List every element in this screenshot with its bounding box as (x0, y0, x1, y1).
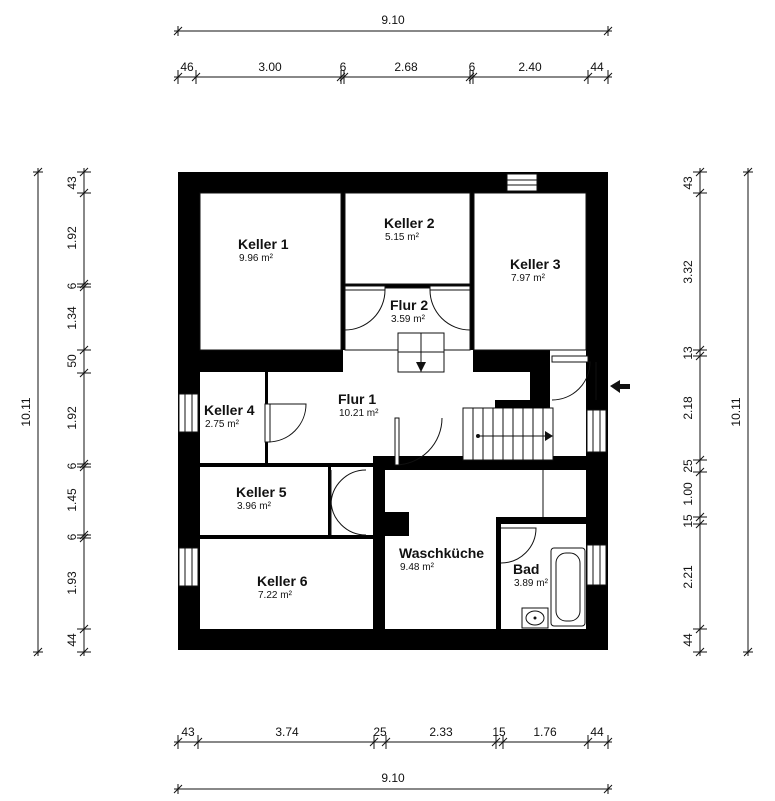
room-name-keller-3: Keller 3 (510, 256, 561, 272)
top-segment-3: 6 (340, 60, 347, 74)
doors (264, 285, 630, 564)
room-name-keller-4: Keller 4 (204, 402, 255, 418)
right-segment-5: 25 (681, 459, 695, 473)
top-segment-6: 2.40 (518, 60, 542, 74)
top-segment-5: 6 (469, 60, 476, 74)
right-total-dimension: 10.11 (729, 397, 743, 426)
top-segment-2: 3.00 (258, 60, 282, 74)
bath-fixtures (521, 547, 586, 629)
stair (462, 400, 554, 461)
left-segment-11: 44 (65, 633, 79, 647)
walls (178, 172, 608, 650)
right-segment-4: 2.18 (681, 396, 695, 420)
right-segment-2: 3.32 (681, 260, 695, 284)
room-name-waschkueche: Waschküche (399, 545, 484, 561)
bottom-segment-2: 3.74 (275, 725, 299, 739)
bottom-segment-6: 1.76 (533, 725, 557, 739)
room-area-waschkueche: 9.48 m² (400, 562, 435, 573)
left-segment-7: 6 (65, 462, 79, 469)
room-name-flur-1: Flur 1 (338, 391, 376, 407)
bottom-dimension-chain: 43 3.74 25 2.33 15 1.76 44 9.10 (173, 725, 613, 794)
top-segment-1: 46 (180, 60, 194, 74)
room-labels: Keller 1 9.96 m² Keller 2 5.15 m² Keller… (204, 215, 561, 601)
room-name-keller-5: Keller 5 (236, 484, 287, 500)
bottom-segment-1: 43 (181, 725, 195, 739)
left-segment-5: 50 (65, 354, 79, 368)
bottom-segment-3: 25 (373, 725, 387, 739)
left-segment-2: 1.92 (65, 226, 79, 250)
room-area-keller-1: 9.96 m² (239, 253, 274, 264)
room-area-flur-1: 10.21 m² (339, 408, 379, 419)
bottom-segment-7: 44 (590, 725, 604, 739)
top-segment-7: 44 (590, 60, 604, 74)
left-segment-4: 1.34 (65, 306, 79, 330)
right-segment-9: 44 (681, 633, 695, 647)
right-segment-6: 1.00 (681, 482, 695, 506)
room-area-keller-6: 7.22 m² (258, 590, 293, 601)
right-dimension-chain: 43 3.32 13 2.18 25 1.00 15 2.21 44 10.11 (681, 167, 753, 657)
bottom-segment-4: 2.33 (429, 725, 453, 739)
right-segment-1: 43 (681, 176, 695, 190)
room-area-bad: 3.89 m² (514, 578, 549, 589)
interior-lines (199, 173, 587, 517)
room-name-flur-2: Flur 2 (390, 297, 428, 313)
right-segment-3: 13 (681, 346, 695, 360)
left-segment-3: 6 (65, 282, 79, 289)
room-area-flur-2: 3.59 m² (391, 314, 426, 325)
left-segment-10: 1.93 (65, 571, 79, 595)
top-segment-4: 2.68 (394, 60, 418, 74)
room-name-keller-2: Keller 2 (384, 215, 435, 231)
room-area-keller-2: 5.15 m² (385, 232, 420, 243)
top-total-dimension: 9.10 (381, 13, 405, 27)
right-segment-8: 2.21 (681, 565, 695, 589)
left-total-dimension: 10.11 (19, 397, 33, 426)
room-area-keller-4: 2.75 m² (205, 419, 240, 430)
left-dimension-chain: 10.11 43 1.92 6 1.34 50 1.92 6 1.45 (19, 167, 91, 657)
room-area-keller-3: 7.97 m² (511, 273, 546, 284)
room-name-bad: Bad (513, 561, 539, 577)
room-name-keller-1: Keller 1 (238, 236, 289, 252)
top-dimension-chain: 9.10 46 3.00 6 2.68 6 2.40 44 (173, 13, 613, 84)
bottom-segment-5: 15 (492, 725, 506, 739)
bathtub (550, 547, 586, 627)
windows (178, 393, 607, 587)
left-segment-6: 1.92 (65, 406, 79, 430)
bottom-total-dimension: 9.10 (381, 771, 405, 785)
room-area-keller-5: 3.96 m² (237, 501, 272, 512)
left-segment-9: 6 (65, 533, 79, 540)
room-name-keller-6: Keller 6 (257, 573, 308, 589)
left-segment-8: 1.45 (65, 488, 79, 512)
right-segment-7: 15 (681, 514, 695, 528)
left-segment-1: 43 (65, 176, 79, 190)
